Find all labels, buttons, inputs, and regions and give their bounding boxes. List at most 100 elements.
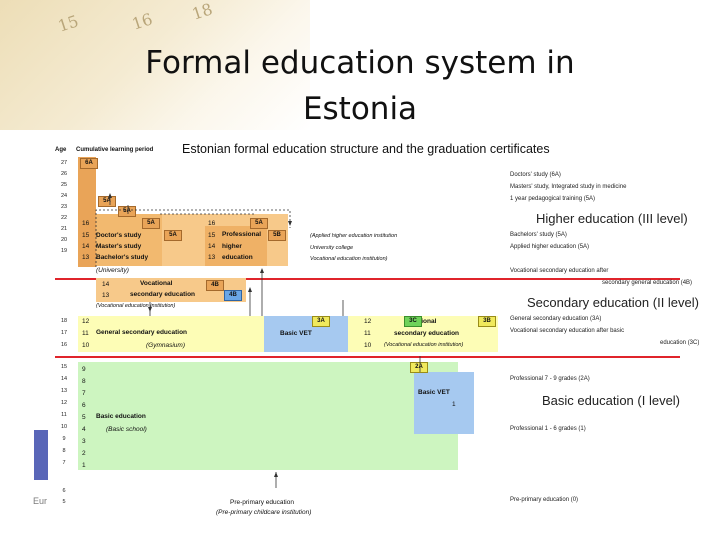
professional-num: 16 xyxy=(208,220,216,227)
side-decor-strip xyxy=(34,430,48,480)
isced-badge: 5A xyxy=(250,218,268,229)
master-study-label: Master's study xyxy=(96,243,142,250)
certificate-label: Professional 7 - 9 grades (2A) xyxy=(510,376,590,382)
certificate-label: Vocational secondary education after bas… xyxy=(510,328,625,334)
certificate-label: Pre-primary education (0) xyxy=(510,497,579,503)
isced-badge: 3B xyxy=(478,316,496,327)
vocational-post-num: 14 xyxy=(102,281,110,288)
institution-label: (Applied higher education institution xyxy=(310,233,398,239)
professional-num: 14 xyxy=(208,243,216,250)
secondary-num: 10 xyxy=(82,342,90,349)
professional-num: 13 xyxy=(208,254,216,261)
arrow-head xyxy=(148,307,152,312)
arrow-head xyxy=(108,193,112,198)
age-tick: 11 xyxy=(61,412,67,418)
age-tick: 27 xyxy=(60,160,68,166)
basic-grade-num: 6 xyxy=(82,402,86,409)
isced-badge: 2A xyxy=(410,362,428,373)
professional-label: higher xyxy=(222,243,242,250)
arrow-path xyxy=(95,209,291,267)
footer-text: Eur xyxy=(33,496,48,506)
certificate-label: secondary general education (4B) xyxy=(602,280,693,286)
professional-block xyxy=(205,226,267,266)
arrow-head xyxy=(260,268,264,273)
arrow-head xyxy=(288,221,292,226)
decorative-background xyxy=(0,0,310,130)
doctor-study-label: Doctor's study xyxy=(96,232,142,239)
age-tick: 18 xyxy=(60,318,68,324)
secondary-num: 11 xyxy=(82,330,89,337)
certificate-label: Applied higher education (5A) xyxy=(510,244,590,250)
isced-badge: 4B xyxy=(224,290,242,301)
age-tick: 22 xyxy=(60,215,68,221)
basic-grade-num: 9 xyxy=(82,366,86,373)
university-label: (University) xyxy=(96,267,129,274)
isced-badge: 5A xyxy=(164,230,182,241)
age-tick: 23 xyxy=(60,204,68,210)
preprimary-label: Pre-primary education xyxy=(230,499,294,506)
age-tick: 24 xyxy=(60,193,68,199)
vocational-secondary-num: 11 xyxy=(364,330,371,337)
basic-school-label: (Basic school) xyxy=(106,426,147,433)
higher-num: 13 xyxy=(82,254,90,261)
diagram-title: Estonian formal education structure and … xyxy=(182,142,550,156)
age-tick: 26 xyxy=(60,171,68,177)
age-tick: 16 xyxy=(60,342,68,348)
institution-label: Vocational education institution) xyxy=(310,256,388,262)
basic-vet-block xyxy=(414,372,474,434)
basic-grade-num: 4 xyxy=(82,426,86,433)
professional-label: education xyxy=(222,254,253,261)
basic-grade-num: 5 xyxy=(82,414,86,421)
certificate-label: education (3C) xyxy=(660,340,700,346)
general-secondary-label: General secondary education xyxy=(96,329,188,336)
isced-badge: 3A xyxy=(312,316,330,327)
vocational-secondary-label: secondary education xyxy=(394,330,460,337)
age-tick: 6 xyxy=(62,488,66,494)
age-tick: 13 xyxy=(60,388,68,394)
certificate-label: Professional 1 - 6 grades (1) xyxy=(510,426,586,432)
general-secondary-block xyxy=(78,316,268,352)
vocational-secondary-num: 12 xyxy=(364,318,372,325)
certificate-label: Bachelors' study (5A) xyxy=(510,232,567,238)
certificate-label: Doctors' study (6A) xyxy=(510,172,561,178)
gymnasium-label: (Gymnasium) xyxy=(146,342,186,349)
isced-badge: 6A xyxy=(80,158,98,169)
professional-label: Professional xyxy=(222,231,262,238)
age-tick: 10 xyxy=(60,424,68,430)
secondary-num: 12 xyxy=(82,318,90,325)
slide-title: Formal education system in Estonia xyxy=(145,45,575,127)
basic-vet-label: Basic VET xyxy=(418,389,450,396)
age-tick: 25 xyxy=(60,182,68,188)
isced-badge: 5A xyxy=(142,218,160,229)
age-tick: 7 xyxy=(62,460,66,466)
age-tick: 5 xyxy=(62,499,66,505)
level-heading-basic: Basic education (I level) xyxy=(542,393,681,408)
arrow-head xyxy=(274,472,278,477)
isced-badge: 5B xyxy=(268,230,286,241)
level-heading-higher: Higher education (III level) xyxy=(536,211,688,226)
institution-label: University college xyxy=(310,245,354,251)
basic-vet-label: Basic VET xyxy=(280,330,312,337)
certificate-label: 1 year pedagogical training (5A) xyxy=(510,196,596,202)
age-tick: 9 xyxy=(62,436,66,442)
vocational-post-label: Vocational xyxy=(140,280,173,287)
age-tick: 8 xyxy=(62,448,66,454)
certificate-label: Vocational secondary education after xyxy=(510,268,609,274)
vocational-secondary-inst: (Vocational education institution) xyxy=(384,342,464,348)
higher-num: 14 xyxy=(82,243,90,250)
basic-grade-num: 8 xyxy=(82,378,86,385)
basic-grade-num: 2 xyxy=(82,450,86,457)
age-tick: 14 xyxy=(60,376,68,382)
level-divider-line xyxy=(55,278,680,280)
vocational-secondary-block xyxy=(348,316,498,352)
age-tick: 19 xyxy=(60,248,68,254)
higher-num: 15 xyxy=(82,232,90,239)
higher-period-column xyxy=(78,157,96,267)
vocational-secondary-num: 10 xyxy=(364,342,372,349)
age-tick: 20 xyxy=(60,237,68,243)
basic-grade-num: 1 xyxy=(82,462,86,469)
age-tick: 12 xyxy=(60,400,68,406)
basic-grade-num: 3 xyxy=(82,438,86,445)
isced-badge: 3C xyxy=(404,316,422,327)
basic-education-label: Basic education xyxy=(96,413,146,420)
